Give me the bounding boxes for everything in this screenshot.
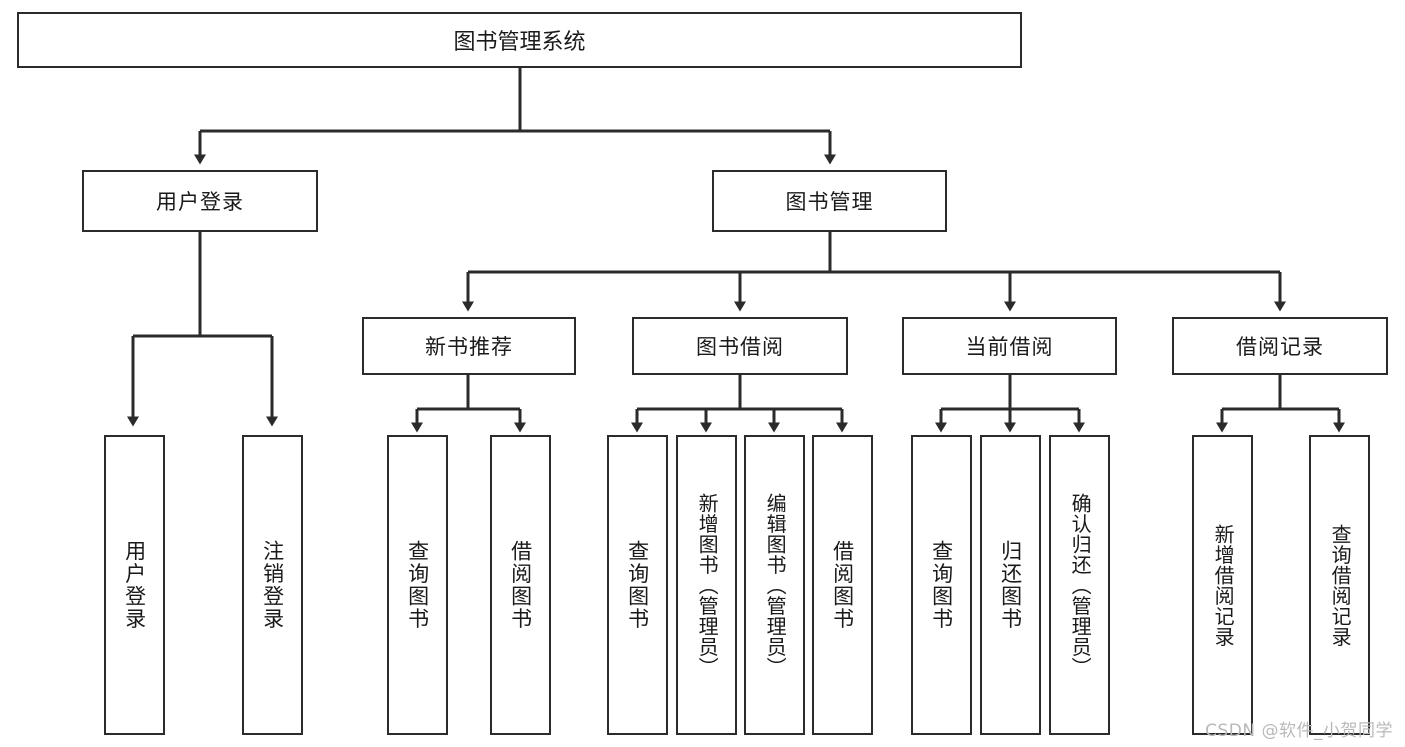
node-user-login-label: 用户登录: [156, 190, 244, 214]
leaf-edit-book-label: 编辑图书（管理员）: [763, 492, 788, 678]
node-borrow-record-label: 借阅记录: [1236, 335, 1324, 359]
node-root[interactable]: 图书管理系统: [17, 12, 1022, 68]
leaf-return-book[interactable]: 归还图书: [980, 435, 1041, 735]
leaf-logout[interactable]: 注销登录: [242, 435, 303, 735]
leaf-query-record-label: 查询借阅记录: [1328, 523, 1353, 647]
leaf-borrow-book-2-label: 借阅图书: [830, 540, 855, 630]
leaf-confirm-return[interactable]: 确认归还（管理员）: [1049, 435, 1110, 735]
node-borrow-record[interactable]: 借阅记录: [1172, 317, 1388, 375]
node-user-login[interactable]: 用户登录: [82, 170, 318, 232]
node-new-book-rec[interactable]: 新书推荐: [362, 317, 576, 375]
node-book-borrow-label: 图书借阅: [696, 335, 784, 359]
leaf-add-record[interactable]: 新增借阅记录: [1192, 435, 1253, 735]
leaf-query-book-2-label: 查询图书: [625, 540, 650, 630]
leaf-query-record[interactable]: 查询借阅记录: [1309, 435, 1370, 735]
node-new-book-rec-label: 新书推荐: [425, 335, 513, 359]
leaf-add-book[interactable]: 新增图书（管理员）: [676, 435, 737, 735]
leaf-add-record-label: 新增借阅记录: [1211, 523, 1236, 647]
leaf-query-book-2[interactable]: 查询图书: [607, 435, 668, 735]
leaf-query-book-3[interactable]: 查询图书: [911, 435, 972, 735]
csdn-watermark: CSDN @软件_小贺同学: [1205, 721, 1393, 741]
node-book-manage[interactable]: 图书管理: [712, 170, 947, 232]
leaf-confirm-return-label: 确认归还（管理员）: [1068, 492, 1093, 678]
leaf-borrow-book-2[interactable]: 借阅图书: [812, 435, 873, 735]
leaf-return-book-label: 归还图书: [998, 540, 1023, 630]
leaf-user-login-label: 用户登录: [122, 540, 147, 630]
leaf-add-book-label: 新增图书（管理员）: [695, 492, 720, 678]
node-book-manage-label: 图书管理: [785, 190, 874, 214]
leaf-logout-label: 注销登录: [260, 540, 285, 630]
leaf-query-book-1-label: 查询图书: [405, 540, 430, 630]
node-root-label: 图书管理系统: [453, 30, 586, 55]
leaf-query-book-3-label: 查询图书: [929, 540, 954, 630]
node-current-borrow-label: 当前借阅: [965, 335, 1054, 359]
node-book-borrow[interactable]: 图书借阅: [632, 317, 848, 375]
leaf-borrow-book-1[interactable]: 借阅图书: [490, 435, 551, 735]
node-current-borrow[interactable]: 当前借阅: [902, 317, 1117, 375]
leaf-query-book-1[interactable]: 查询图书: [387, 435, 448, 735]
leaf-borrow-book-1-label: 借阅图书: [508, 540, 533, 630]
leaf-edit-book[interactable]: 编辑图书（管理员）: [744, 435, 805, 735]
leaf-user-login[interactable]: 用户登录: [104, 435, 165, 735]
